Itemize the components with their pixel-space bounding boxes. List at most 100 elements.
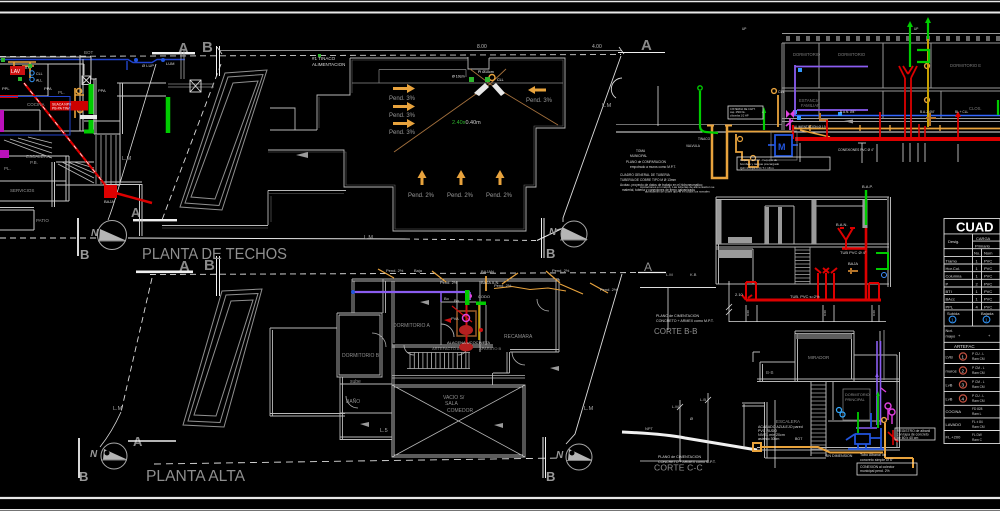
svg-text:empotrado a muros como M.P.T.: empotrado a muros como M.P.T.	[630, 165, 676, 169]
svg-text:L M: L M	[364, 235, 373, 241]
svg-text:ACABADO AZULEJO pared: ACABADO AZULEJO pared	[758, 425, 803, 429]
svg-text:PPL: PPL	[2, 86, 10, 91]
svg-text:L.M: L.M	[602, 103, 612, 109]
svg-text:Pend. 2%: Pend. 2%	[494, 283, 512, 288]
svg-text:TUB PVC Ø 4": TUB PVC Ø 4"	[840, 250, 867, 255]
svg-text:ARTEFACTO A: ARTEFACTO A	[432, 346, 460, 351]
svg-text:PVC: PVC	[984, 282, 992, 287]
svg-text:P CM - L: P CM - L	[972, 366, 985, 370]
svg-text:CONCRETO + ARMEX como M.P.T.: CONCRETO + ARMEX como M.P.T.	[658, 460, 716, 464]
svg-text:bombeo y tanque precargado: bombeo y tanque precargado	[740, 162, 780, 166]
svg-text:APARATO B: APARATO B	[479, 346, 502, 351]
svg-text:TUB. PVC s=2%: TUB. PVC s=2%	[790, 294, 820, 299]
svg-text:SERVICIOS: SERVICIOS	[10, 188, 34, 193]
svg-text:SIN DIMENSION: SIN DIMENSION	[825, 454, 853, 458]
svg-text:PLANO de COMPARACION: PLANO de COMPARACION	[626, 160, 667, 164]
svg-text:Pend. 3%: Pend. 3%	[389, 130, 416, 136]
svg-text:muros: muros	[946, 369, 957, 374]
svg-text:L.M: L.M	[672, 404, 679, 409]
svg-text:CISTERNA DE CAPT.: CISTERNA DE CAPT.	[730, 107, 756, 111]
svg-text:CLL: CLL	[497, 78, 504, 82]
svg-text:Ram L: Ram L	[972, 412, 982, 416]
svg-text:Nom: Nom	[984, 251, 993, 256]
svg-text:Pend. 2%: Pend. 2%	[486, 193, 513, 199]
svg-text:N: N	[91, 228, 99, 239]
svg-text:Baja: Baja	[414, 268, 423, 273]
svg-text:PVC: PVC	[984, 274, 992, 279]
svg-text:L.B: L.B	[700, 397, 706, 402]
svg-text:1: 1	[962, 355, 965, 360]
svg-text:LUM: LUM	[166, 61, 174, 66]
svg-text:8.00: 8.00	[477, 44, 487, 50]
svg-text:ESCALERA: ESCALERA	[26, 154, 50, 159]
svg-text:SEACA NPB: SEACA NPB	[52, 103, 72, 107]
svg-text:Pend. 2%: Pend. 2%	[552, 268, 570, 273]
svg-text:Pend. 3%: Pend. 3%	[389, 96, 416, 102]
svg-text:1: 1	[976, 289, 979, 294]
svg-text:FL.+200: FL.+200	[946, 435, 962, 440]
svg-text:2: 2	[976, 282, 979, 287]
svg-text:PLANTA DE TECHOS: PLANTA DE TECHOS	[142, 246, 287, 263]
svg-text:PLANO de CIMENTACION: PLANO de CIMENTACION	[658, 455, 701, 459]
svg-text:BOT: BOT	[795, 437, 803, 441]
svg-text:consideran de cobre tipo M en: consideran de cobre tipo M en todos los …	[645, 190, 710, 194]
svg-text:B.A.P.: B.A.P.	[862, 184, 873, 189]
svg-text:PVC RUDO: PVC RUDO	[758, 429, 777, 433]
svg-text:Ø: Ø	[690, 417, 693, 421]
svg-text:Ram CM: Ram CM	[972, 399, 985, 403]
svg-text:P: P	[946, 282, 949, 287]
svg-text:PB-PA TINA: PB-PA TINA	[52, 107, 71, 111]
svg-text:L.M: L.M	[113, 406, 123, 412]
svg-text:Ram CM: Ram CM	[972, 425, 985, 429]
svg-text:ALL: ALL	[36, 79, 42, 83]
svg-text:K.B: K.B	[690, 272, 697, 277]
svg-text:0.60: 0.60	[823, 310, 827, 316]
svg-text:UP: UP	[742, 27, 746, 31]
svg-text:Pend. 3%: Pend. 3%	[526, 98, 553, 104]
svg-text:N: N	[90, 449, 98, 460]
svg-text:2: 2	[962, 369, 965, 374]
svg-text:CONEXIONES PVC Ø 4": CONEXIONES PVC Ø 4"	[838, 148, 874, 152]
svg-text:sube: sube	[350, 379, 361, 385]
svg-text:1: 1	[976, 259, 979, 264]
svg-text:B: B	[80, 247, 89, 262]
svg-text:Pl Ø10cm: Pl Ø10cm	[478, 70, 494, 74]
svg-text:PVC: PVC	[984, 289, 992, 294]
svg-text:CONEXION al colector: CONEXION al colector	[860, 465, 895, 469]
svg-text:Pend. 3%: Pend. 3%	[389, 113, 416, 119]
svg-text:Hor.Col.: Hor.Col.	[946, 266, 960, 271]
svg-text:COCINA: COCINA	[27, 102, 45, 107]
svg-text:N: N	[556, 450, 564, 461]
svg-text:A: A	[179, 258, 190, 275]
svg-text:PATIO: PATIO	[36, 218, 49, 223]
svg-text:BL + CLL: BL + CLL	[955, 110, 968, 114]
svg-text:Acotac. proyecto de datos de t: Acotac. proyecto de datos de trabajo en …	[620, 183, 703, 187]
svg-text:PLANO de CIMENTACION: PLANO de CIMENTACION	[656, 314, 699, 318]
svg-text:VACIO S/: VACIO S/	[443, 395, 465, 401]
svg-text:BAÑO: BAÑO	[346, 398, 360, 405]
svg-text:1: 1	[976, 274, 979, 279]
svg-text:Ø 10cm: Ø 10cm	[452, 75, 465, 79]
svg-text:2.10: 2.10	[735, 292, 744, 297]
svg-text:Ram C: Ram C	[972, 438, 983, 442]
svg-text:Tubo Albanal de: Tubo Albanal de	[860, 453, 886, 457]
svg-text:4.00: 4.00	[592, 44, 602, 50]
svg-text:BTI: BTI	[946, 289, 952, 294]
svg-text:MIRADOR: MIRADOR	[808, 355, 830, 360]
svg-text:cap. 2500 lts.: cap. 2500 lts.	[730, 110, 746, 114]
svg-text:BAcc: BAcc	[946, 297, 955, 302]
svg-text:3: 3	[962, 383, 965, 388]
svg-text:1: 1	[951, 318, 954, 323]
svg-text:4: 4	[962, 397, 965, 402]
svg-text:1: 1	[976, 297, 979, 302]
svg-text:P.B.: P.B.	[30, 160, 38, 165]
svg-text:CORTE C-C: CORTE C-C	[654, 463, 703, 473]
svg-text:CODO: CODO	[478, 294, 490, 299]
svg-text:L.M: L.M	[666, 272, 673, 277]
svg-text:RECAMARA: RECAMARA	[504, 334, 533, 340]
svg-text:BOT: BOT	[84, 50, 94, 55]
svg-text:Depos. HIDRO. c/equipo de: Depos. HIDRO. c/equipo de	[740, 158, 778, 162]
svg-text:PPA: PPA	[44, 86, 52, 91]
svg-text:PPL: PPL	[946, 305, 954, 310]
svg-text:CUAD: CUAD	[956, 220, 994, 235]
